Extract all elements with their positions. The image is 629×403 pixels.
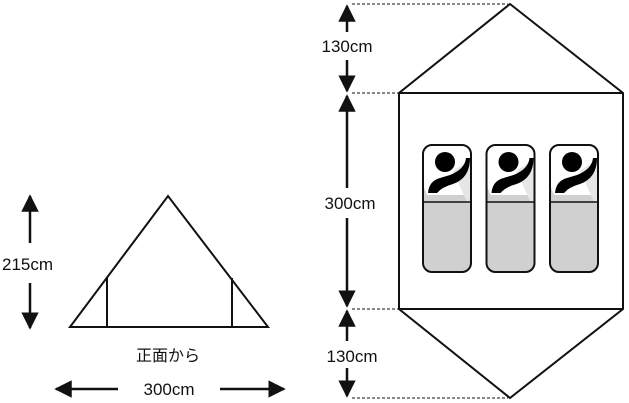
sleeping-bag: [422, 144, 472, 273]
person-body-icon: [491, 158, 534, 193]
sleeping-bag: [549, 144, 599, 273]
sleeping-bag-outline: [549, 144, 599, 273]
person-body-icon: [428, 158, 470, 193]
sleeping-bag-outline: [422, 144, 472, 273]
person-body-icon: [555, 158, 597, 193]
middle-section-label: 300cm: [324, 194, 375, 213]
sleeping-bag: [485, 144, 536, 273]
front-view: 215cm 正面から 300cm: [2, 194, 286, 399]
person-head-icon: [498, 152, 519, 172]
front-height-label: 215cm: [2, 255, 53, 274]
front-view-caption: 正面から: [136, 348, 200, 365]
sleeping-bag-group: [422, 144, 599, 273]
top-section-label: 130cm: [321, 37, 372, 56]
top-view: 130cm 300cm 130cm: [321, 2, 624, 400]
front-width-label: 300cm: [143, 380, 194, 399]
front-tent-outline: [68, 194, 271, 328]
sleeping-bag-outline: [485, 144, 536, 273]
person-head-icon: [435, 152, 455, 172]
bottom-section-label: 130cm: [326, 347, 377, 366]
person-head-icon: [562, 152, 582, 172]
